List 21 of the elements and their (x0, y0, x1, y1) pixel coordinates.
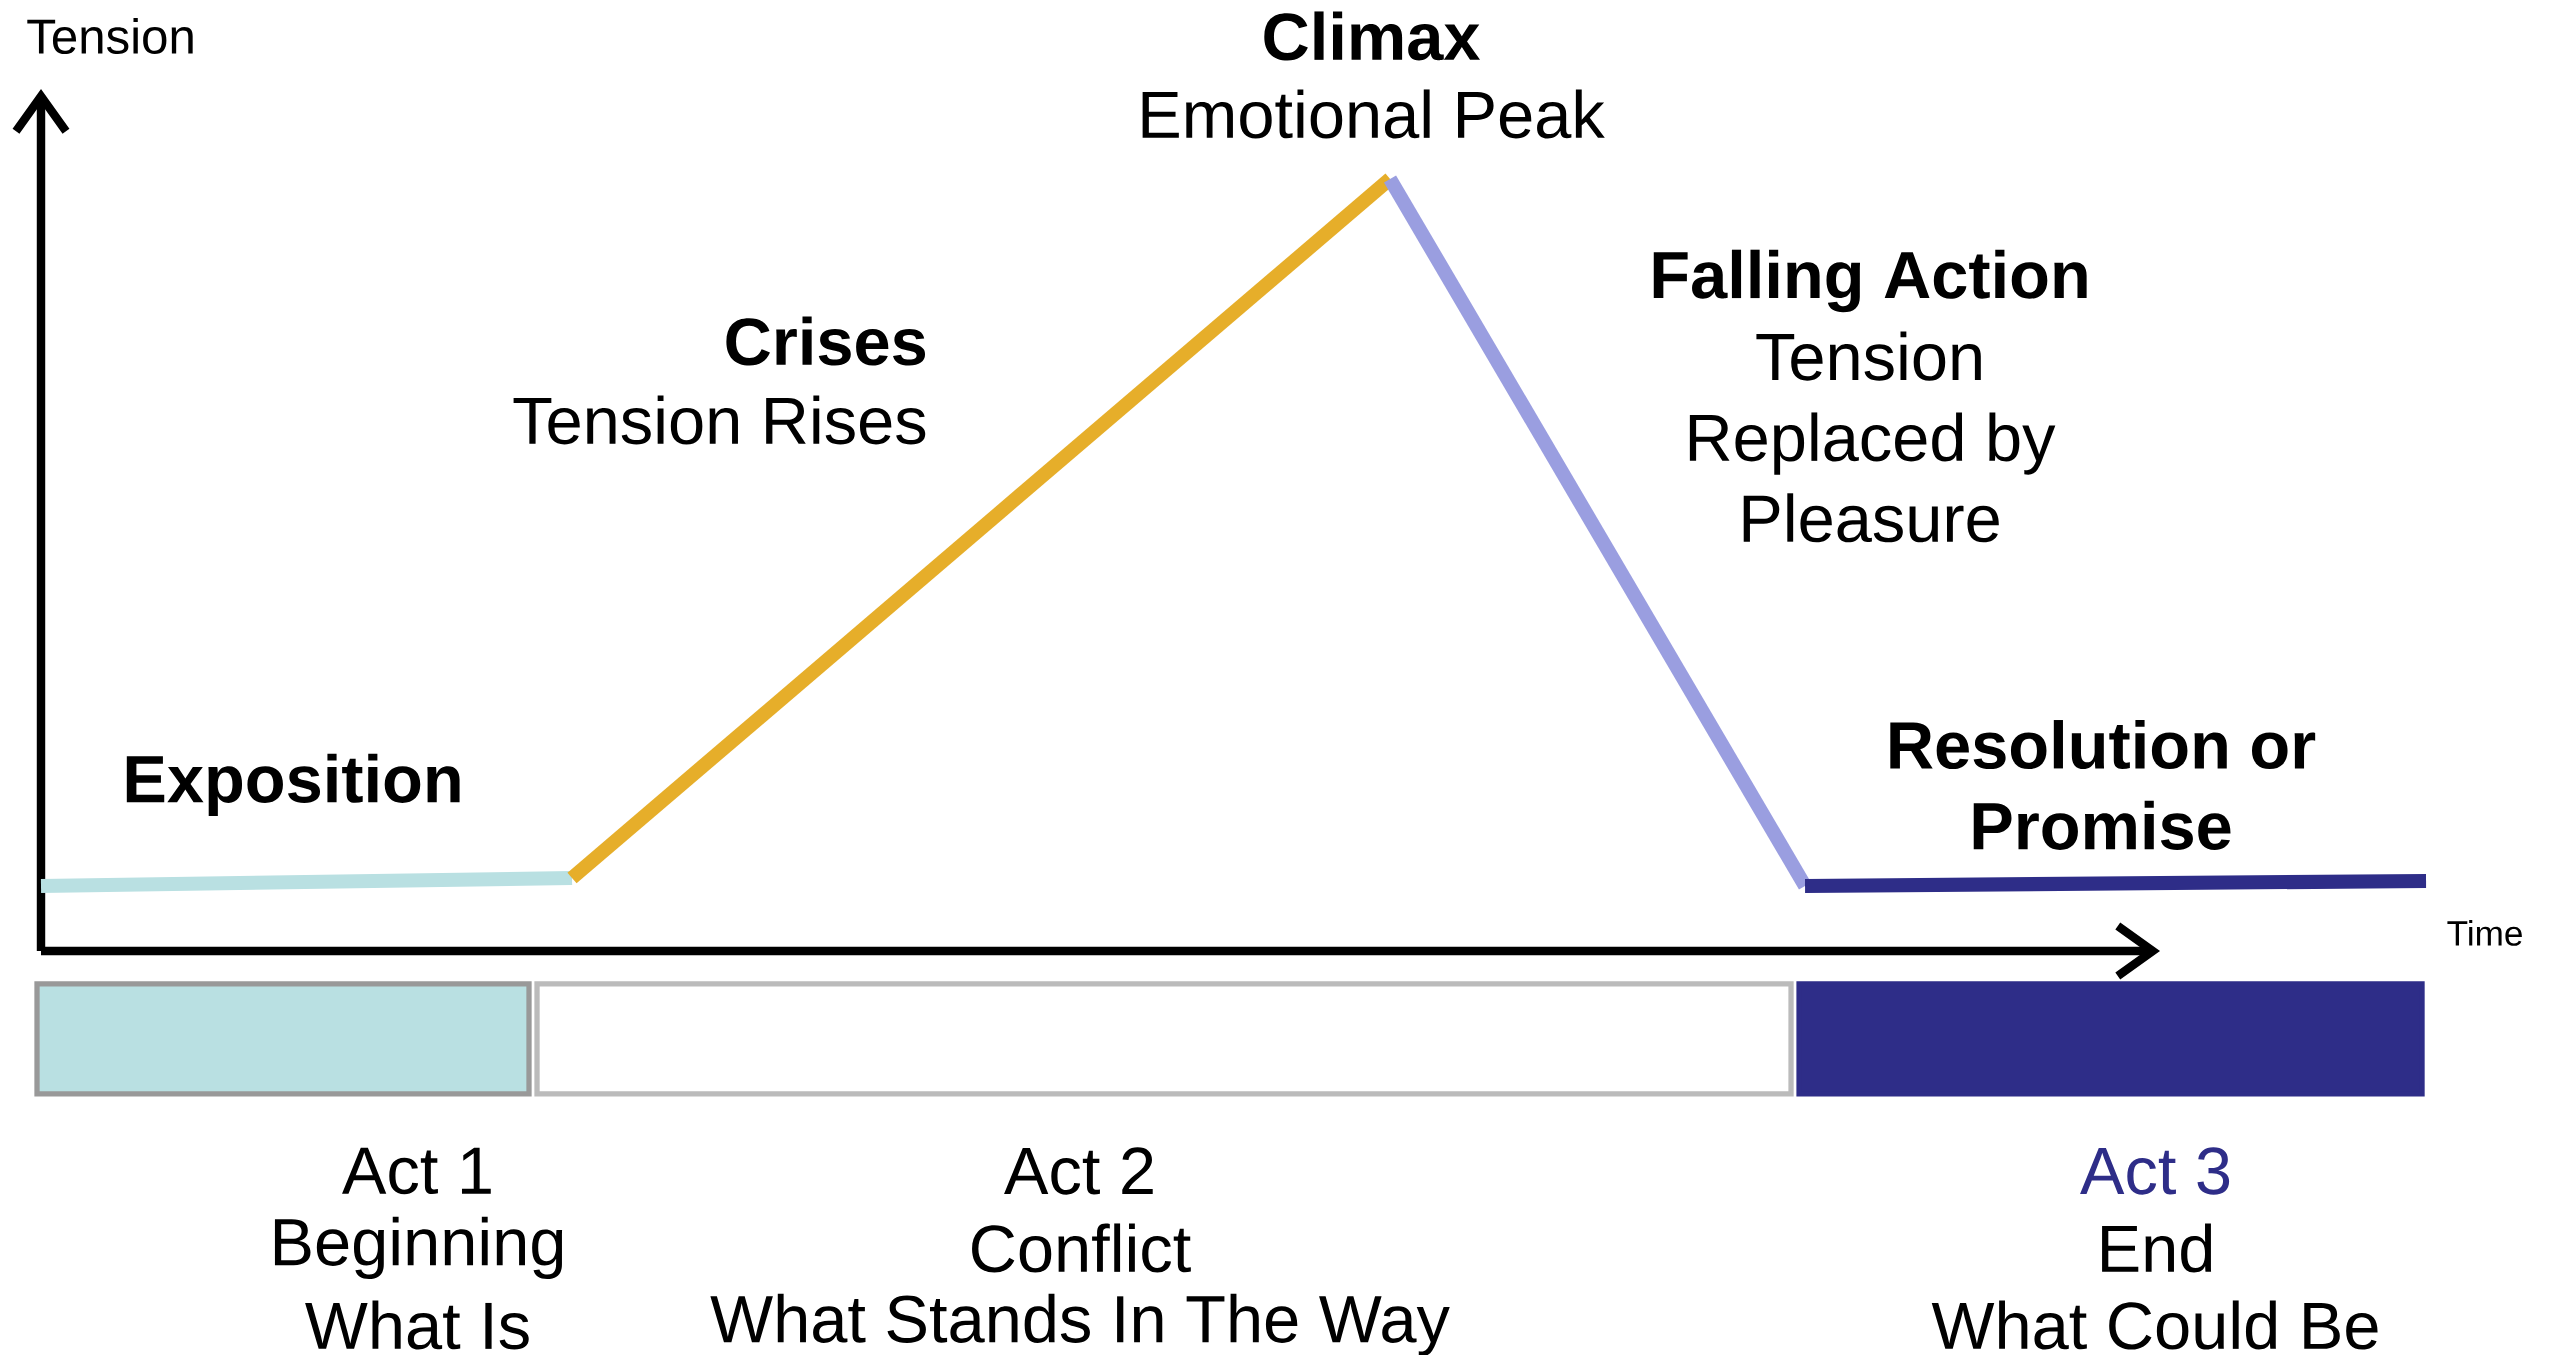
act-label: Act 3 (2080, 1147, 2230, 1195)
act-label: What Is (305, 1300, 529, 1350)
act-label: What Could Be (1931, 1300, 2378, 1350)
axis-label: Tension (27, 17, 193, 55)
stage-title: Climax (1264, 11, 1480, 61)
act-bar (34, 981, 532, 1097)
act-label: Conflict (972, 1223, 1191, 1273)
stage-description: Tension Rises (513, 395, 926, 445)
stage-title: Resolution or Promise (1890, 720, 2316, 850)
stage-description: Tension Replaced by Pleasure (1689, 331, 2056, 543)
stage-title: Exposition (126, 753, 460, 817)
act-label: Act 1 (342, 1147, 491, 1195)
stage-title: Crises (726, 316, 926, 366)
act-label: End (2102, 1223, 2212, 1273)
act-label: Beginning (274, 1216, 563, 1280)
act-bar (1796, 981, 2425, 1097)
act-bar (534, 981, 1794, 1097)
axis-label: Time (2447, 920, 2522, 946)
stage-title: Falling Action (1653, 249, 2087, 313)
act-label: Act 2 (1004, 1147, 1153, 1195)
stage-description: Emotional Peak (1142, 89, 1605, 139)
